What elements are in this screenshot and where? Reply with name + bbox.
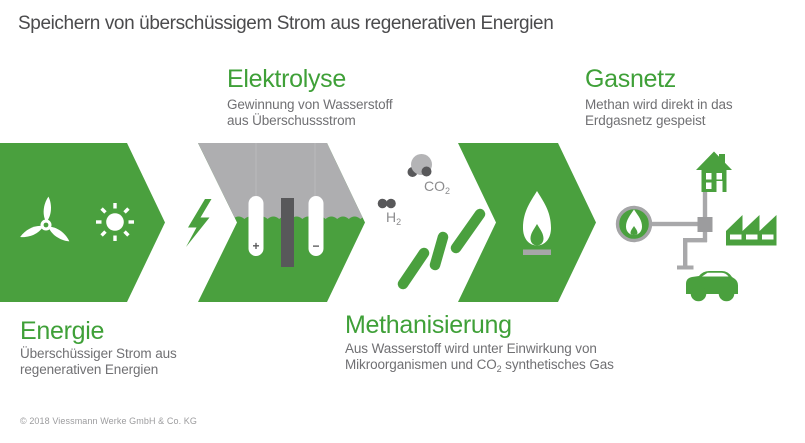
co2-molecule-icon xyxy=(407,154,432,177)
car-icon xyxy=(686,271,738,302)
stage-heading-energie: Energie xyxy=(20,317,105,345)
stage-heading-elektrolyse: Elektrolyse xyxy=(227,65,346,93)
energy-arrow xyxy=(0,143,165,302)
desc-line: Überschüssiger Strom aus xyxy=(20,346,177,361)
co2-label: CO2 xyxy=(424,178,451,196)
house-door xyxy=(716,181,723,192)
house-icon xyxy=(696,151,732,192)
lightning-icon xyxy=(186,199,212,247)
h2-label: H2 xyxy=(386,209,402,227)
stage-heading-gasnetz: Gasnetz xyxy=(585,65,677,93)
pipe-network xyxy=(651,190,713,270)
gas-flame-badge xyxy=(615,205,653,243)
stage-desc-methanisierung: Aus Wasserstoff wird unter Einwirkung vo… xyxy=(345,341,614,374)
desc-line: Gewinnung von Wasserstoff xyxy=(227,97,393,112)
stage-desc-energie: Überschüssiger Strom aus regenerativen E… xyxy=(20,346,177,377)
desc-line: Methan wird direkt in das xyxy=(585,97,733,112)
electrode-wires xyxy=(255,143,316,200)
electrode-minus-sign: − xyxy=(312,239,320,253)
stage-desc-elektrolyse: Gewinnung von Wasserstoff aus Überschuss… xyxy=(227,97,393,128)
factory-icon xyxy=(726,215,777,246)
microorganisms-icon xyxy=(397,208,486,290)
sun-icon xyxy=(96,203,134,241)
desc-line: aus Überschussstrom xyxy=(227,112,356,128)
stage-desc-gasnetz: Methan wird direkt in das Erdgasnetz ges… xyxy=(585,97,733,128)
electrolysis-air xyxy=(198,143,365,219)
desc-line: Erdgasnetz gespeist xyxy=(585,112,706,128)
stage-heading-methanisierung: Methanisierung xyxy=(345,311,512,339)
burner-bar xyxy=(523,249,551,255)
electrode-positive xyxy=(248,196,264,256)
subscript: 2 xyxy=(496,363,502,374)
membrane-separator xyxy=(281,198,294,267)
pipe-end-cap xyxy=(677,265,694,270)
electrode-plus-sign: + xyxy=(252,239,260,253)
subscript: 2 xyxy=(396,217,402,227)
desc-line: regenerativen Energien xyxy=(20,361,159,377)
desc-line: Mikroorganismen und CO2 synthetisches Ga… xyxy=(345,356,614,374)
electrode-negative xyxy=(308,196,324,256)
car-windows xyxy=(702,272,729,277)
flame-icon xyxy=(523,191,551,255)
pipe-junction xyxy=(697,217,713,232)
desc-line: Aus Wasserstoff wird unter Einwirkung vo… xyxy=(345,341,597,356)
wind-turbine-icon xyxy=(20,196,70,242)
subscript: 2 xyxy=(445,186,451,196)
copyright-note: © 2018 Viessmann Werke GmbH & Co. KG xyxy=(20,416,197,426)
page-title: Speichern von überschüssigem Strom aus r… xyxy=(18,13,554,34)
h2-molecule-icon xyxy=(377,198,396,209)
